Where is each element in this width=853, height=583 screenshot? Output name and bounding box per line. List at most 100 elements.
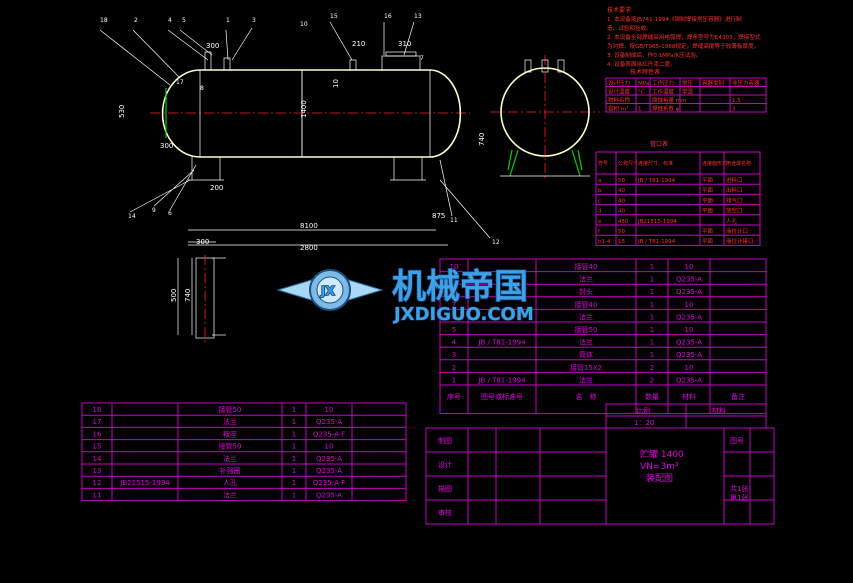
parts-lower-cell: 1: [292, 443, 296, 451]
technical-requirements: 技术要求 1. 本设备按JB741-1994《钢制焊接常压容器》进行制造、试验和…: [607, 6, 761, 68]
title-block: 比例 材料 1：20 制图 设计 描图 审核 贮罐 1400 VN=3m³ 装配…: [425, 403, 775, 525]
label-drawn: 制图: [438, 436, 452, 445]
parts-upper-cell: 1: [650, 276, 654, 284]
tech-req-title: 技术要求: [607, 6, 631, 14]
parts-upper-cell: 接管40: [575, 262, 598, 271]
logo-emblem: JX: [320, 284, 335, 298]
tech-char-cell: °C: [638, 90, 645, 96]
dim-300: 300: [196, 238, 209, 246]
parts-upper-cell: 1: [650, 326, 654, 334]
parts-upper-cell: JB / T81-1994: [477, 376, 526, 384]
nozzle-header: 连接面形式: [702, 160, 727, 167]
parts-lower-cell: 16: [93, 430, 102, 438]
parts-upper-cell: Q235-A: [676, 351, 702, 359]
balloon-number: 10: [300, 21, 308, 28]
tech-char-cell: 腐蚀裕量 mm: [652, 96, 686, 104]
parts-upper-cell: 4: [452, 339, 457, 347]
nozzle-table-title: 管口表: [650, 140, 668, 148]
parts-lower-cell: 法兰: [223, 454, 237, 463]
tech-char-cell: 1.5: [732, 98, 741, 104]
balloon-number: 7: [420, 55, 424, 62]
parts-upper-cell: 9: [452, 276, 456, 284]
nozzle-cell: 人孔: [726, 217, 738, 225]
nozzle-cell: f: [598, 229, 601, 235]
tech-req-line: 为对焊，按GB/T985-1988规定，焊缝高度等于较薄板厚度。: [607, 42, 759, 50]
nozzle-cell: c: [598, 198, 601, 204]
parts-lower-cell: Q235-A·F: [313, 430, 345, 438]
nozzle-cell: 进料口: [726, 176, 743, 184]
parts-upper-cell: 接管50: [575, 325, 598, 334]
logo-url: JXDIGUO.COM: [392, 304, 534, 325]
parts-upper-cell: 10: [685, 301, 694, 309]
tech-char-cell: 常压: [682, 79, 694, 87]
label-trace: 描图: [438, 484, 452, 493]
vessel-shell: [161, 69, 462, 158]
nozzle-header: 公称尺寸: [618, 160, 638, 167]
saddle-detail: 500 740: [170, 255, 226, 342]
scale-label: 比例: [636, 406, 650, 415]
parts-upper-cell: JB / T81-1994: [477, 339, 526, 347]
tech-req-line: 2. 本设备全部焊缝采用电弧焊，焊条型号为E4303，焊接型式: [607, 33, 761, 41]
label-sheet: 第1张: [730, 493, 748, 502]
parts-upper-header: 材料: [682, 392, 696, 401]
nozzle-cell: 平面: [702, 197, 714, 204]
balloon-number: 17: [176, 79, 184, 86]
parts-lower-cell: 1: [292, 455, 296, 463]
parts-lower-cell: 13: [93, 467, 102, 475]
parts-upper-header: 备注: [731, 392, 745, 401]
material-label: 材料: [712, 406, 726, 415]
balloon-number: 9: [152, 207, 156, 214]
balloon-number: 13: [414, 13, 422, 20]
drawing-title-1: 贮罐 1400: [640, 448, 684, 460]
manhole: [381, 55, 421, 71]
parts-lower-cell: 18: [93, 406, 102, 414]
parts-lower-cell: 法兰: [223, 417, 237, 426]
parts-lower-cell: 1: [292, 467, 296, 475]
parts-lower-cell: 鞍座: [223, 429, 237, 438]
nozzle-cell: b: [598, 188, 602, 194]
nozzle-cell: 液位计接口: [726, 237, 754, 245]
balloon-number: 16: [384, 13, 392, 20]
dim-310: 310: [398, 40, 411, 48]
nozzle-cell: JB / T81-1994: [637, 178, 676, 184]
tech-char-cell: MPa: [638, 81, 649, 87]
parts-upper-cell: Q235-A: [676, 376, 702, 384]
parts-upper-cell: 1: [452, 376, 456, 384]
parts-upper-cell: 2: [452, 364, 456, 372]
tech-char-cell: 物料名称: [608, 96, 631, 104]
parts-upper-cell: 1: [650, 339, 654, 347]
saddle-right: [390, 157, 426, 181]
tech-char-cell: 容器类别: [702, 79, 724, 87]
tech-char-cell: 3: [732, 107, 736, 113]
tech-req-line: 4. 设备表面涂红丹漆二度。: [607, 60, 676, 68]
balloon-number: 1: [226, 17, 230, 24]
parts-upper-header: 图号或标准号: [481, 392, 523, 401]
parts-upper-cell: 法兰: [579, 275, 593, 284]
nozzle-cell: 平面: [702, 238, 714, 245]
dim-740-side: 740: [184, 289, 192, 302]
parts-upper-cell: 1: [650, 301, 654, 309]
vessel-side-view: 740: [478, 55, 600, 180]
parts-upper-cell: 3: [452, 351, 456, 359]
parts-lower-cell: 10: [325, 406, 334, 414]
parts-upper-cell: Q235-A: [676, 339, 702, 347]
parts-upper-cell: 2: [650, 364, 654, 372]
balloon-number: 5: [182, 17, 186, 24]
nozzle-cell: 平面: [702, 187, 714, 194]
parts-lower-cell: Q235-A·F: [313, 479, 345, 487]
parts-upper-cell: 1: [650, 351, 654, 359]
nozzle-cell: h1-4: [598, 239, 611, 245]
nozzle-cell: JB / T81-1994: [637, 239, 676, 245]
dim-8100: 8100: [300, 222, 318, 230]
parts-upper-cell: Q235-A: [676, 288, 702, 296]
nozzle-cell: 平面: [702, 177, 714, 184]
vessel-front-view: 8100 2800 300 875 1400 300 210 310 200 5…: [99, 13, 500, 252]
tech-char-cell: 设计压力: [608, 79, 630, 87]
parts-lower-cell: 11: [93, 491, 102, 499]
parts-lower-cell: JB21515-1994: [119, 479, 170, 487]
tech-char-cell: 焊缝系数 φ: [652, 105, 680, 113]
tech-char-cell: 1: [638, 107, 642, 113]
dim-2800: 2800: [300, 244, 318, 252]
